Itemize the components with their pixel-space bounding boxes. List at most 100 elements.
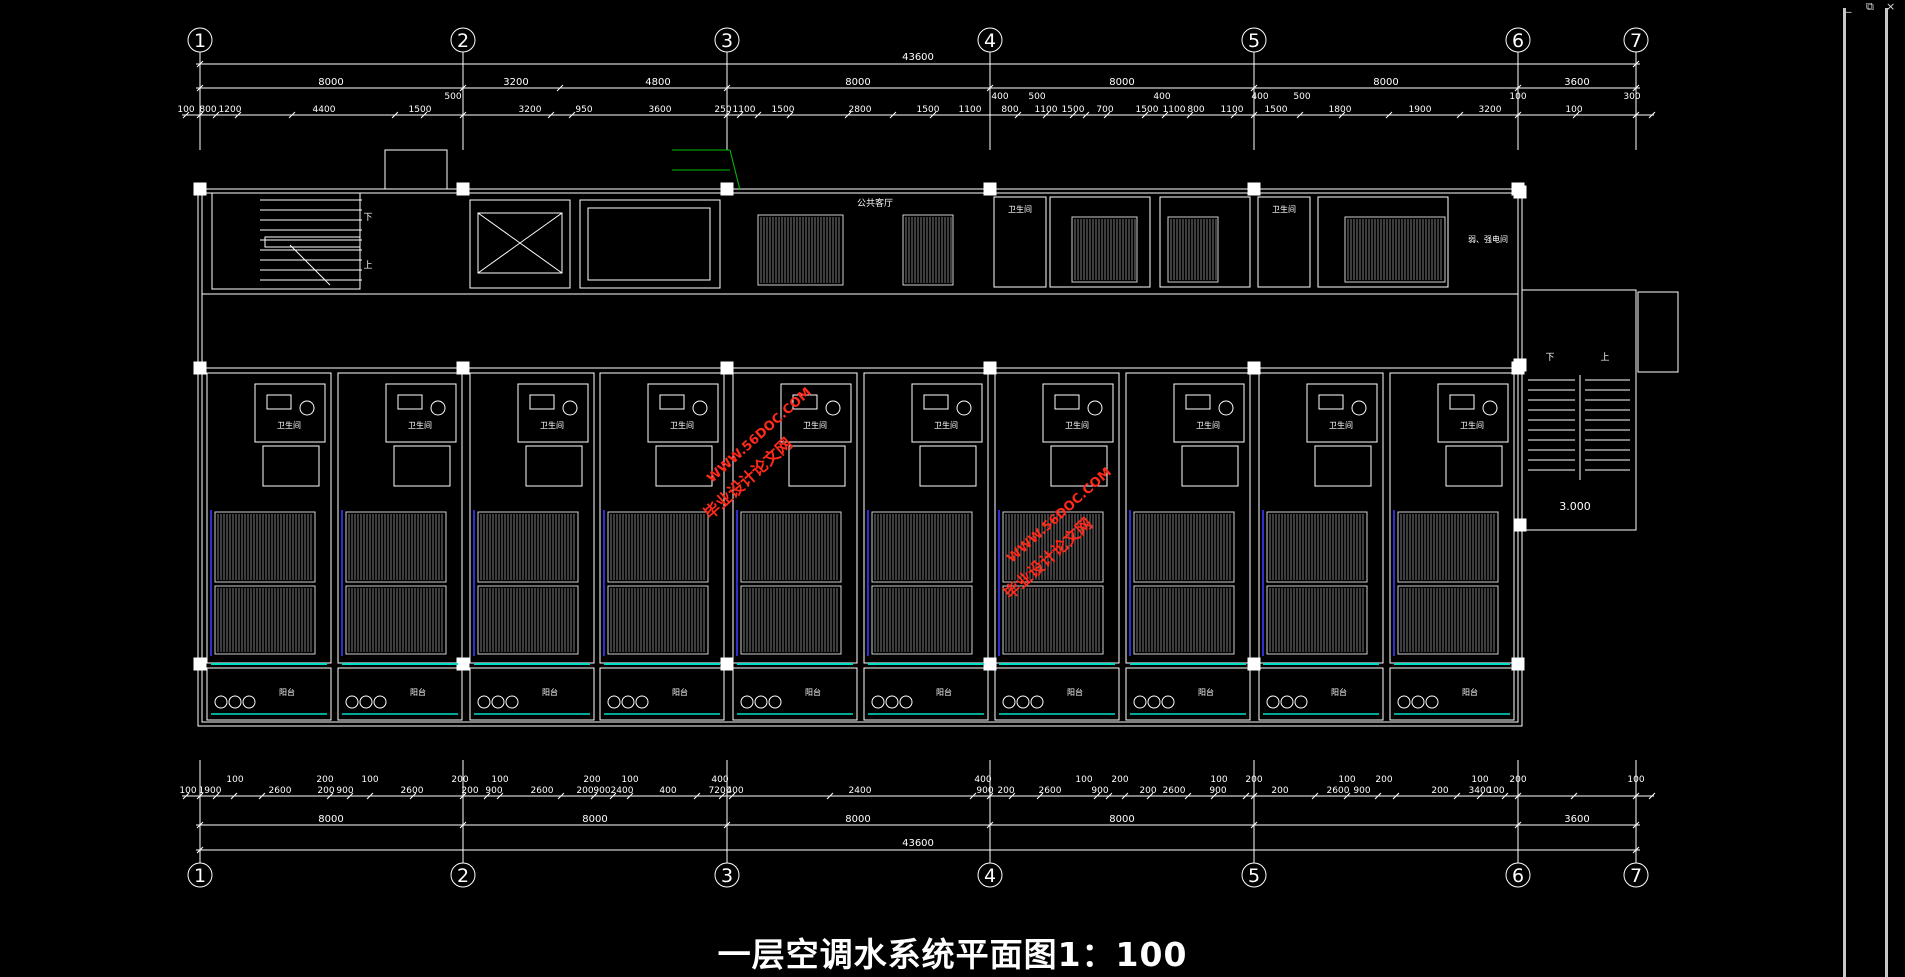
room-toilet [254, 383, 326, 443]
dimension-tick [196, 821, 204, 829]
axis-label-6: 6 [1512, 865, 1524, 887]
dimension-tick [1632, 792, 1640, 800]
dimension-tick [1514, 84, 1522, 92]
column [193, 182, 207, 196]
dimension-tick [1632, 111, 1640, 119]
dim-bottom-small: 400 [974, 775, 991, 785]
wash-basin [659, 394, 685, 410]
stair-label-down: 下 [363, 213, 372, 223]
toilet-room [993, 196, 1047, 288]
wash-basin [1054, 394, 1080, 410]
dim-bottom-small: 100 [1627, 775, 1644, 785]
dimension-tick [986, 821, 994, 829]
viewport-edge [1885, 8, 1888, 977]
dimension-tick [1103, 111, 1111, 119]
balcony-fixture [885, 695, 899, 709]
toilet-bowl [956, 400, 972, 416]
room-toilet [1437, 383, 1509, 443]
dim-top-small: 500 [1293, 92, 1310, 102]
dim-bottom-small: 200 [583, 775, 600, 785]
room-ac-unit [740, 585, 842, 655]
dimension-tick [1296, 111, 1304, 119]
dim-bottom-small: 200 [1509, 775, 1526, 785]
dimension-tick [844, 111, 852, 119]
wash-basin [266, 394, 292, 410]
column [1247, 657, 1261, 671]
dim-top-row2: 100 [1565, 105, 1582, 115]
toilet-bowl [430, 400, 446, 416]
dimension-tick [1648, 111, 1656, 119]
dim-top-row2: 800 [1187, 105, 1204, 115]
room-toilet [517, 383, 589, 443]
dimension-tick [1632, 821, 1640, 829]
column [1247, 361, 1261, 375]
dim-top-row2: 250 [714, 105, 731, 115]
balcony-fixture [1266, 695, 1280, 709]
dim-top-small: 400 [1153, 92, 1170, 102]
axis-label-1: 1 [194, 30, 206, 52]
balcony-fixture [1425, 695, 1439, 709]
dimension-tick [1456, 111, 1464, 119]
dim-top-row1: 8000 [1373, 77, 1398, 88]
dim-bottom-row: 200 [1139, 786, 1156, 796]
closet [919, 445, 977, 487]
dimension-tick [1093, 792, 1101, 800]
dim-bottom-row: 2600 [401, 786, 424, 796]
restore-button[interactable]: ⧉ [1866, 0, 1874, 13]
wash-basin [529, 394, 555, 410]
dim-top-small: 500 [444, 92, 461, 102]
dimension-tick [723, 821, 731, 829]
elevator-shaft [469, 199, 571, 289]
dim-top-row2: 3200 [1479, 105, 1502, 115]
stair-east [1521, 289, 1637, 531]
dimension-tick [1648, 792, 1656, 800]
dim-top-row2: 950 [575, 105, 592, 115]
dimension-tick [1186, 111, 1194, 119]
dim-top-row1: 8000 [1109, 77, 1134, 88]
dimension-tick [929, 111, 937, 119]
room-ac-unit [871, 511, 973, 583]
room-ac-unit [1133, 585, 1235, 655]
close-button[interactable]: × [1886, 0, 1896, 13]
axis-label-3: 3 [721, 30, 733, 52]
dimension-tick [1250, 821, 1258, 829]
drawing-title: 一层空调水系统平面图1：100 [717, 935, 1188, 974]
room-ac-unit [1002, 585, 1104, 655]
balcony [337, 667, 463, 721]
balcony-fixture [505, 695, 519, 709]
balcony-fixture [1016, 695, 1030, 709]
dim-bottom-row2: 8000 [318, 814, 343, 825]
dim-bottom-row: 1900 [199, 786, 222, 796]
dim-top-small: 100 [1509, 92, 1526, 102]
balcony [1258, 667, 1384, 721]
column [193, 657, 207, 671]
dimension-tick [326, 792, 334, 800]
dimension-tick [459, 84, 467, 92]
wash-basin [923, 394, 949, 410]
dim-bottom-row: 900 [336, 786, 353, 796]
balcony-fixture [754, 695, 768, 709]
room [1317, 196, 1449, 288]
dimension-tick [723, 84, 731, 92]
dim-bottom-row: 3400 [1469, 786, 1492, 796]
dim-top-row2: 1100 [733, 105, 756, 115]
room [1049, 196, 1151, 288]
level-mark: 3.000 [1559, 500, 1591, 513]
stair-arrow [289, 244, 331, 286]
dimension-tick [1082, 111, 1090, 119]
dim-bottom-small: 100 [621, 775, 638, 785]
dim-bottom-row: 200 [1271, 786, 1288, 796]
balcony [994, 667, 1120, 721]
room-ac-unit [477, 585, 579, 655]
room-toilet-label: 卫生间 [277, 420, 301, 430]
dimension-tick [1184, 792, 1192, 800]
dim-top-row2: 1100 [959, 105, 982, 115]
dimension-tick [196, 846, 204, 854]
dim-bottom-row: 200 [576, 786, 593, 796]
dimension-tick [346, 792, 354, 800]
minimize-button[interactable]: _ [1846, 0, 1852, 13]
room-ac-unit [1266, 585, 1368, 655]
